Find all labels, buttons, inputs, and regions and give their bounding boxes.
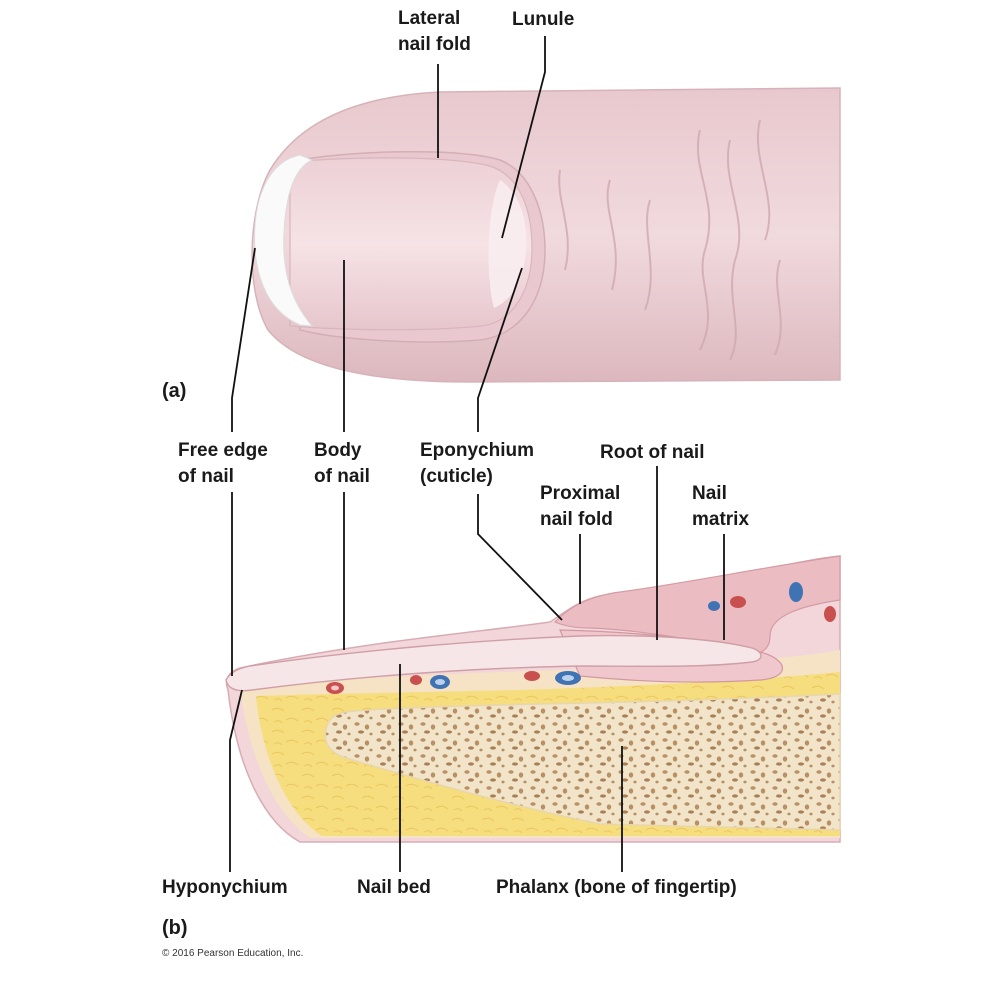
panel-label-b: (b) [162, 917, 188, 939]
leader-free-edge [231, 247, 256, 432]
label-proximal-nail-fold-line1: Proximal [540, 483, 621, 504]
label-free-edge-line2: of nail [178, 466, 234, 487]
label-eponychium: Eponychium (cuticle) [420, 438, 534, 490]
panel-label-a: (a) [162, 380, 187, 402]
free-edge-shape [254, 154, 314, 327]
label-lateral-nail-fold-line2: nail fold [398, 34, 471, 55]
label-eponychium-line1: Eponychium [420, 440, 535, 461]
leader-lines [229, 36, 725, 872]
label-hyponychium: Hyponychium [162, 877, 288, 898]
label-nail-matrix-line1: Nail [692, 483, 727, 504]
label-proximal-nail-fold: Proximal nail fold [540, 481, 620, 533]
nail-body-shape [289, 157, 533, 331]
skin-wrinkles [558, 119, 782, 361]
artery [730, 596, 746, 608]
label-lunule: Lunule [512, 9, 575, 30]
label-root-of-nail: Root of nail [600, 442, 705, 463]
lunule-shape [488, 180, 527, 308]
proximal-nail-fold-shape [553, 555, 841, 654]
leader-hyponychium [229, 689, 243, 872]
label-free-edge-line1: Free edge [178, 440, 268, 461]
nail-plate-section [225, 634, 762, 692]
label-eponychium-line2: (cuticle) [420, 466, 493, 487]
label-lateral-nail-fold: Lateral nail fold [398, 6, 471, 58]
nail-section-view [225, 555, 841, 843]
artery [824, 606, 836, 622]
artery [410, 675, 422, 685]
label-lateral-nail-fold-line1: Lateral [398, 8, 461, 29]
label-free-edge-of-nail: Free edge of nail [178, 438, 268, 490]
label-proximal-nail-fold-line2: nail fold [540, 509, 613, 530]
label-body-of-nail-line2: of nail [314, 466, 370, 487]
leader-eponychium-b [477, 494, 563, 621]
label-phalanx: Phalanx (bone of fingertip) [496, 877, 737, 898]
vein [708, 601, 720, 611]
label-body-of-nail: Body of nail [314, 438, 370, 490]
leader-lunule [501, 36, 546, 239]
finger-surface-view [251, 80, 860, 390]
label-nail-matrix-line2: matrix [692, 509, 750, 530]
copyright-notice: © 2016 Pearson Education, Inc. [162, 948, 304, 959]
label-nail-matrix: Nail matrix [692, 481, 749, 533]
artery [524, 671, 540, 681]
label-nail-bed: Nail bed [357, 877, 431, 898]
vein [789, 582, 803, 602]
leader-eponychium-a [477, 267, 523, 432]
phalanx-bone [324, 693, 841, 831]
blood-vessels [326, 582, 836, 694]
label-body-of-nail-line1: Body [314, 440, 362, 461]
